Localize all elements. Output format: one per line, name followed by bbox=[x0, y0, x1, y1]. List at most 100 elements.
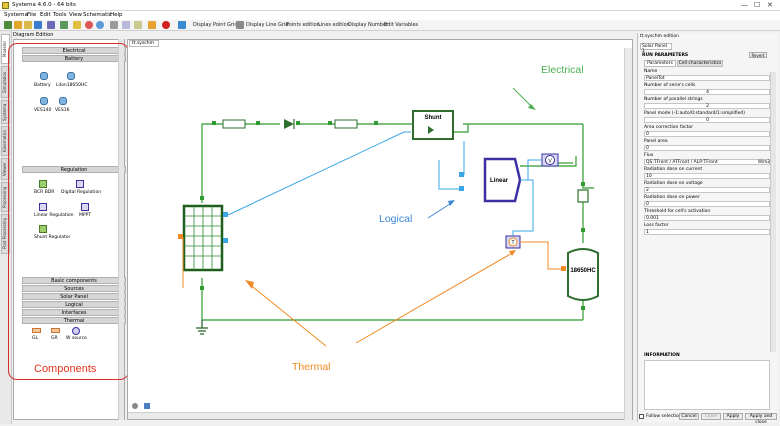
gr-label: GR bbox=[51, 336, 58, 341]
field-radiation-power[interactable]: 0 bbox=[644, 201, 770, 207]
close-panel-button[interactable]: Close bbox=[701, 413, 721, 420]
point-grid-icon[interactable] bbox=[178, 21, 186, 29]
category-regulation[interactable]: Regulation bbox=[22, 166, 126, 173]
linear-label: Linear bbox=[490, 178, 509, 184]
display-point-grid-button[interactable]: Display Point Grid bbox=[193, 22, 238, 28]
linear-regulation-icon[interactable] bbox=[39, 203, 47, 211]
undo-icon[interactable] bbox=[85, 21, 93, 29]
category-interfaces[interactable]: Interfaces bbox=[22, 309, 126, 316]
category-thermal[interactable]: Thermal bbox=[22, 317, 126, 324]
menu-bar: Systema File Edit Tools View Schematic H… bbox=[0, 11, 780, 20]
menu-file[interactable]: File bbox=[27, 12, 37, 18]
zoom-icon[interactable] bbox=[132, 403, 138, 409]
node-3 bbox=[296, 121, 300, 125]
menu-tools[interactable]: Tools bbox=[53, 12, 67, 18]
thermal-arrow-right bbox=[355, 251, 515, 344]
tab-parameters[interactable]: Parameters bbox=[644, 60, 676, 67]
close-button[interactable]: ✕ bbox=[767, 1, 773, 9]
display-line-grid-button[interactable]: Display Line Grid bbox=[246, 22, 289, 28]
canvas-vertical-scrollbar[interactable] bbox=[624, 48, 632, 420]
field-panel-area[interactable]: 0 bbox=[644, 145, 770, 151]
diagram-edition-label: Diagram Edition bbox=[13, 32, 54, 38]
menu-systema[interactable]: Systema bbox=[4, 12, 28, 18]
open-icon[interactable] bbox=[14, 21, 22, 29]
liion-battery-icon[interactable] bbox=[67, 72, 75, 80]
tab-solar-panel[interactable]: Solar Panel 1 bbox=[640, 43, 672, 54]
digital-regulation-icon[interactable] bbox=[76, 180, 84, 188]
delete-icon[interactable] bbox=[162, 21, 170, 29]
category-basic-components[interactable]: Basic components bbox=[22, 277, 126, 284]
gl-icon[interactable] bbox=[32, 328, 41, 333]
field-area-correction[interactable]: 0 bbox=[644, 131, 770, 137]
minimize-button[interactable]: — bbox=[741, 1, 748, 9]
battery-icon[interactable] bbox=[40, 72, 48, 80]
shunt-block bbox=[412, 110, 454, 140]
field-panel-mode[interactable]: 0 bbox=[644, 117, 770, 123]
export-icon[interactable] bbox=[60, 21, 68, 29]
diagram-canvas[interactable]: Shunt Linear V 18650HC T bbox=[128, 48, 624, 412]
field-parallel-strings[interactable]: 2 bbox=[644, 103, 770, 109]
cut-icon[interactable] bbox=[110, 21, 118, 29]
mppt-icon[interactable] bbox=[81, 203, 89, 211]
field-loss-factor[interactable]: 1 bbox=[644, 229, 770, 235]
field-label-panel-area: Panel area bbox=[644, 139, 668, 144]
node-10 bbox=[200, 286, 204, 290]
folder-icon[interactable] bbox=[73, 21, 81, 29]
temperature-label: T bbox=[511, 240, 514, 246]
diode bbox=[284, 119, 294, 129]
voltmeter-dial bbox=[545, 155, 555, 165]
gl-label: GL bbox=[32, 336, 38, 341]
category-solar-panel[interactable]: Solar Panel bbox=[22, 293, 126, 300]
tab-cell-characteristics[interactable]: Cell characteristics bbox=[677, 60, 723, 67]
save-as-icon[interactable] bbox=[47, 21, 55, 29]
ves16-battery-icon[interactable] bbox=[59, 97, 67, 105]
category-sources[interactable]: Sources bbox=[22, 285, 126, 292]
gr-icon[interactable] bbox=[51, 328, 60, 333]
information-heading: INFORMATION bbox=[644, 353, 680, 358]
field-radiation-current[interactable]: 10 bbox=[644, 173, 770, 179]
field-name[interactable]: PanelTot bbox=[644, 75, 770, 81]
field-flux[interactable]: QS:TFront / ATFront / ALP:TFront bbox=[644, 159, 770, 165]
points-edition-button[interactable]: Points edition bbox=[286, 22, 320, 28]
linear-port-1 bbox=[459, 172, 464, 177]
tab-diagram-file[interactable]: tt.syschm bbox=[129, 40, 159, 47]
save-icon[interactable] bbox=[34, 21, 42, 29]
field-serie-cells[interactable]: 4 bbox=[644, 89, 770, 95]
w-source-icon[interactable] bbox=[72, 327, 80, 335]
maximize-button[interactable]: ☐ bbox=[754, 1, 761, 9]
edit-variables-button[interactable]: Edit Variables bbox=[384, 22, 419, 28]
temperature-sensor-dial bbox=[508, 237, 518, 247]
menu-schematic[interactable]: Schematic bbox=[83, 12, 112, 18]
bcr-bdr-icon[interactable] bbox=[39, 180, 47, 188]
fit-icon[interactable] bbox=[144, 403, 150, 409]
paste-icon[interactable] bbox=[134, 21, 142, 29]
ves140-battery-icon[interactable] bbox=[40, 97, 48, 105]
edition-scrollbar[interactable] bbox=[770, 72, 776, 352]
shunt-regulator-icon[interactable] bbox=[39, 225, 47, 233]
new-icon[interactable] bbox=[4, 21, 12, 29]
apply-button[interactable]: Apply bbox=[723, 413, 743, 420]
category-battery[interactable]: Battery bbox=[22, 55, 126, 62]
revert-button[interactable]: Revert bbox=[749, 52, 767, 58]
menu-help[interactable]: Help bbox=[110, 12, 123, 18]
cancel-button[interactable]: Cancel bbox=[679, 413, 699, 420]
field-radiation-voltage[interactable]: 2 bbox=[644, 187, 770, 193]
node-1 bbox=[212, 121, 216, 125]
menu-edit[interactable]: Edit bbox=[40, 12, 51, 18]
display-number-button[interactable]: Display Number bbox=[348, 22, 389, 28]
properties-icon[interactable] bbox=[148, 21, 156, 29]
node-9 bbox=[581, 306, 585, 310]
component-palette: Electrical Battery Battery LiIon18650HC … bbox=[13, 39, 126, 420]
open-folder-icon[interactable] bbox=[24, 21, 32, 29]
redo-icon[interactable] bbox=[96, 21, 104, 29]
apply-and-close-button[interactable]: Apply and close bbox=[745, 413, 777, 425]
palette-scrollbar[interactable] bbox=[118, 39, 124, 420]
annotation-arrows bbox=[245, 87, 536, 347]
lines-edition-button[interactable]: Lines edition bbox=[318, 22, 350, 28]
category-logical[interactable]: Logical bbox=[22, 301, 126, 308]
field-threshold[interactable]: 0.001 bbox=[644, 215, 770, 221]
menu-view[interactable]: View bbox=[69, 12, 83, 18]
copy-icon[interactable] bbox=[122, 21, 130, 29]
canvas-horizontal-scrollbar[interactable] bbox=[128, 412, 624, 419]
follow-selection-checkbox[interactable] bbox=[639, 414, 644, 419]
